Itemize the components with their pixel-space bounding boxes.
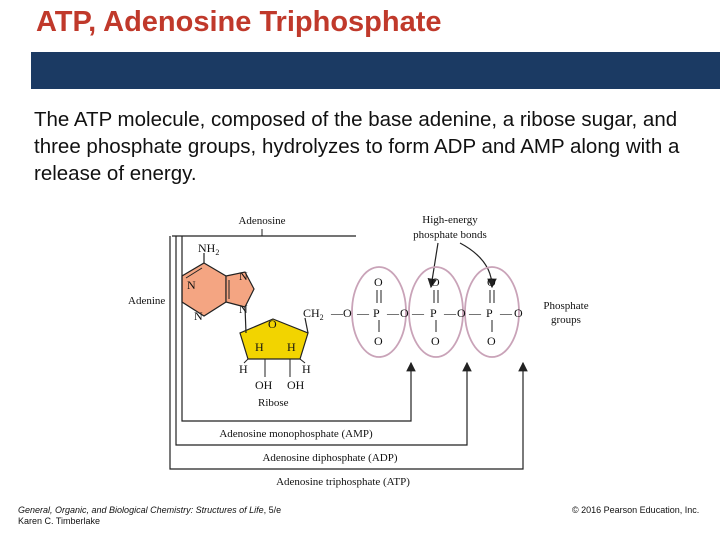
atp-bracket [169,236,528,470]
phosphate-groups-label-line1: Phosphate [543,300,588,312]
chain-o-1: O [343,306,352,320]
phosphorus-2: P [430,306,437,320]
chain-o-terminal: O [514,306,523,320]
ribose-h-bond-2 [299,358,306,364]
adenine-n-1: N [187,278,196,292]
slide-body-text: The ATP molecule, composed of the base a… [34,108,680,185]
adenosine-label: Adenosine [238,215,285,227]
p3-bottom-o: O [487,334,496,348]
high-energy-label-line1: High-energy [422,214,478,226]
ribose-oh-1: OH [255,378,273,392]
adp-bracket [175,236,472,446]
ribose-oh-2: OH [287,378,305,392]
high-energy-label-line2: phosphate bonds [413,229,487,241]
high-energy-arrow-2 [459,242,497,289]
p3-top-o: O [487,275,496,289]
chain-o-2: O [400,306,409,320]
p2-bottom-o: O [431,334,440,348]
footer-author: Karen C. Timberlake [18,516,101,526]
ch2-bond [304,317,309,334]
phosphate-ellipse-1 [351,266,407,358]
chain-dash-3: — [386,306,400,320]
chain-dash-4: — [411,306,425,320]
nh2-label: NH2 [198,241,219,257]
amp-bracket [181,236,416,422]
adenine-label: Adenine [128,295,165,307]
ribose-h-1: H [255,340,264,354]
p2-top-o: O [431,275,440,289]
footer-citation: General, Organic, and Biological Chemist… [18,505,281,527]
phosphorus-1: P [373,306,380,320]
ribose-label: Ribose [258,397,289,409]
chain-dash-7: — [499,306,513,320]
footer-book-title: General, Organic, and Biological Chemist… [18,505,264,515]
ribose-o: O [268,317,277,331]
ribose-h-2: H [287,340,296,354]
high-energy-arrow-1 [427,242,439,289]
adenine-n-4: N [239,302,248,316]
chain-dash-5: — [443,306,457,320]
p1-bottom-o: O [374,334,383,348]
ribose-h-4: H [302,362,311,376]
phosphate-groups-label-line2: groups [551,314,581,326]
chain-dash-2: — [356,306,370,320]
amp-label: Adenosine monophosphate (AMP) [219,428,373,440]
adenine-n-2: N [194,309,203,323]
p1-top-o: O [374,275,383,289]
phosphate-ellipse-3 [464,266,520,358]
glycosidic-bond [244,306,247,334]
title-band [31,52,720,89]
chain-dash-6: — [468,306,482,320]
atp-label: Adenosine triphosphate (ATP) [276,476,410,488]
footer-copyright: © 2016 Pearson Education, Inc. [572,505,700,515]
slide-title: ATP, Adenosine Triphosphate [36,6,442,38]
adp-label: Adenosine diphosphate (ADP) [262,452,397,464]
chain-o-3: O [457,306,466,320]
footer-edition: , 5/e [263,505,282,515]
adenine-double-bond-1 [185,267,203,279]
adenine-imidazole-ring [225,271,255,308]
phosphate-ellipse-2 [408,266,464,358]
ribose-h-3: H [239,362,248,376]
ch2-label: CH2 [303,306,324,322]
adenine-n-3: N [239,269,248,283]
chain-dash-1: — [330,306,344,320]
ribose-h-bond-1 [243,358,249,364]
phosphorus-3: P [486,306,493,320]
